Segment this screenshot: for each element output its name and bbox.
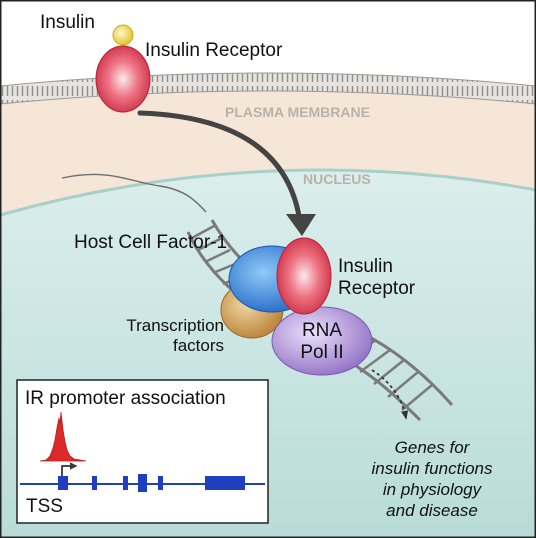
nuclear-envelope (0, 168, 536, 217)
gene-exon-6 (205, 476, 245, 490)
gene-exon-5 (158, 476, 163, 490)
ir-promoter-inset: IR promoter association TSS (16, 379, 269, 524)
nuclear-receptor-label-2: Receptor (338, 278, 416, 299)
translocation-arrow (137, 110, 303, 225)
tss-label: TSS (26, 496, 63, 517)
rna-pol-label-1: RNA (302, 320, 342, 341)
insulin-molecule (112, 24, 134, 46)
nuclear-receptor-label-1: Insulin (338, 256, 393, 277)
svg-text:insulin functions: insulin functions (372, 459, 493, 478)
insulin-receptor-membrane (95, 45, 151, 113)
dna-thread (61, 173, 207, 213)
host-cell-factor-label: Host Cell Factor-1 (74, 232, 227, 253)
gene-exon-4 (138, 474, 147, 492)
translocation-arrowhead (286, 214, 316, 236)
insulin-receptor-nuclear (276, 237, 332, 315)
plasma-membrane-label: PLASMA MEMBRANE (225, 104, 370, 120)
transcription-factors-label-2: factors (173, 336, 224, 355)
inset-title: IR promoter association (25, 388, 226, 409)
insulin-label: Insulin (40, 12, 95, 33)
ir-signal-peak (39, 411, 87, 462)
rna-pol-ii-blob (271, 306, 373, 376)
svg-text:and disease: and disease (386, 501, 478, 520)
gene-exon-2 (92, 476, 97, 490)
transcription-arrow (371, 369, 409, 420)
svg-text:Genes for: Genes for (395, 438, 471, 457)
gene-exon-1 (58, 476, 68, 490)
gene-exon-3 (123, 476, 128, 490)
tss-arrow (61, 462, 78, 476)
insulin-receptor-label: Insulin Receptor (145, 40, 283, 61)
transcription-factors-label-1: Transcription (126, 316, 224, 335)
rna-pol-label-2: Pol II (300, 342, 343, 363)
nucleus-label: NUCLEUS (303, 171, 371, 187)
genes-caption: Genes for insulin functions in physiolog… (372, 438, 493, 520)
svg-text:in physiology: in physiology (383, 480, 483, 499)
